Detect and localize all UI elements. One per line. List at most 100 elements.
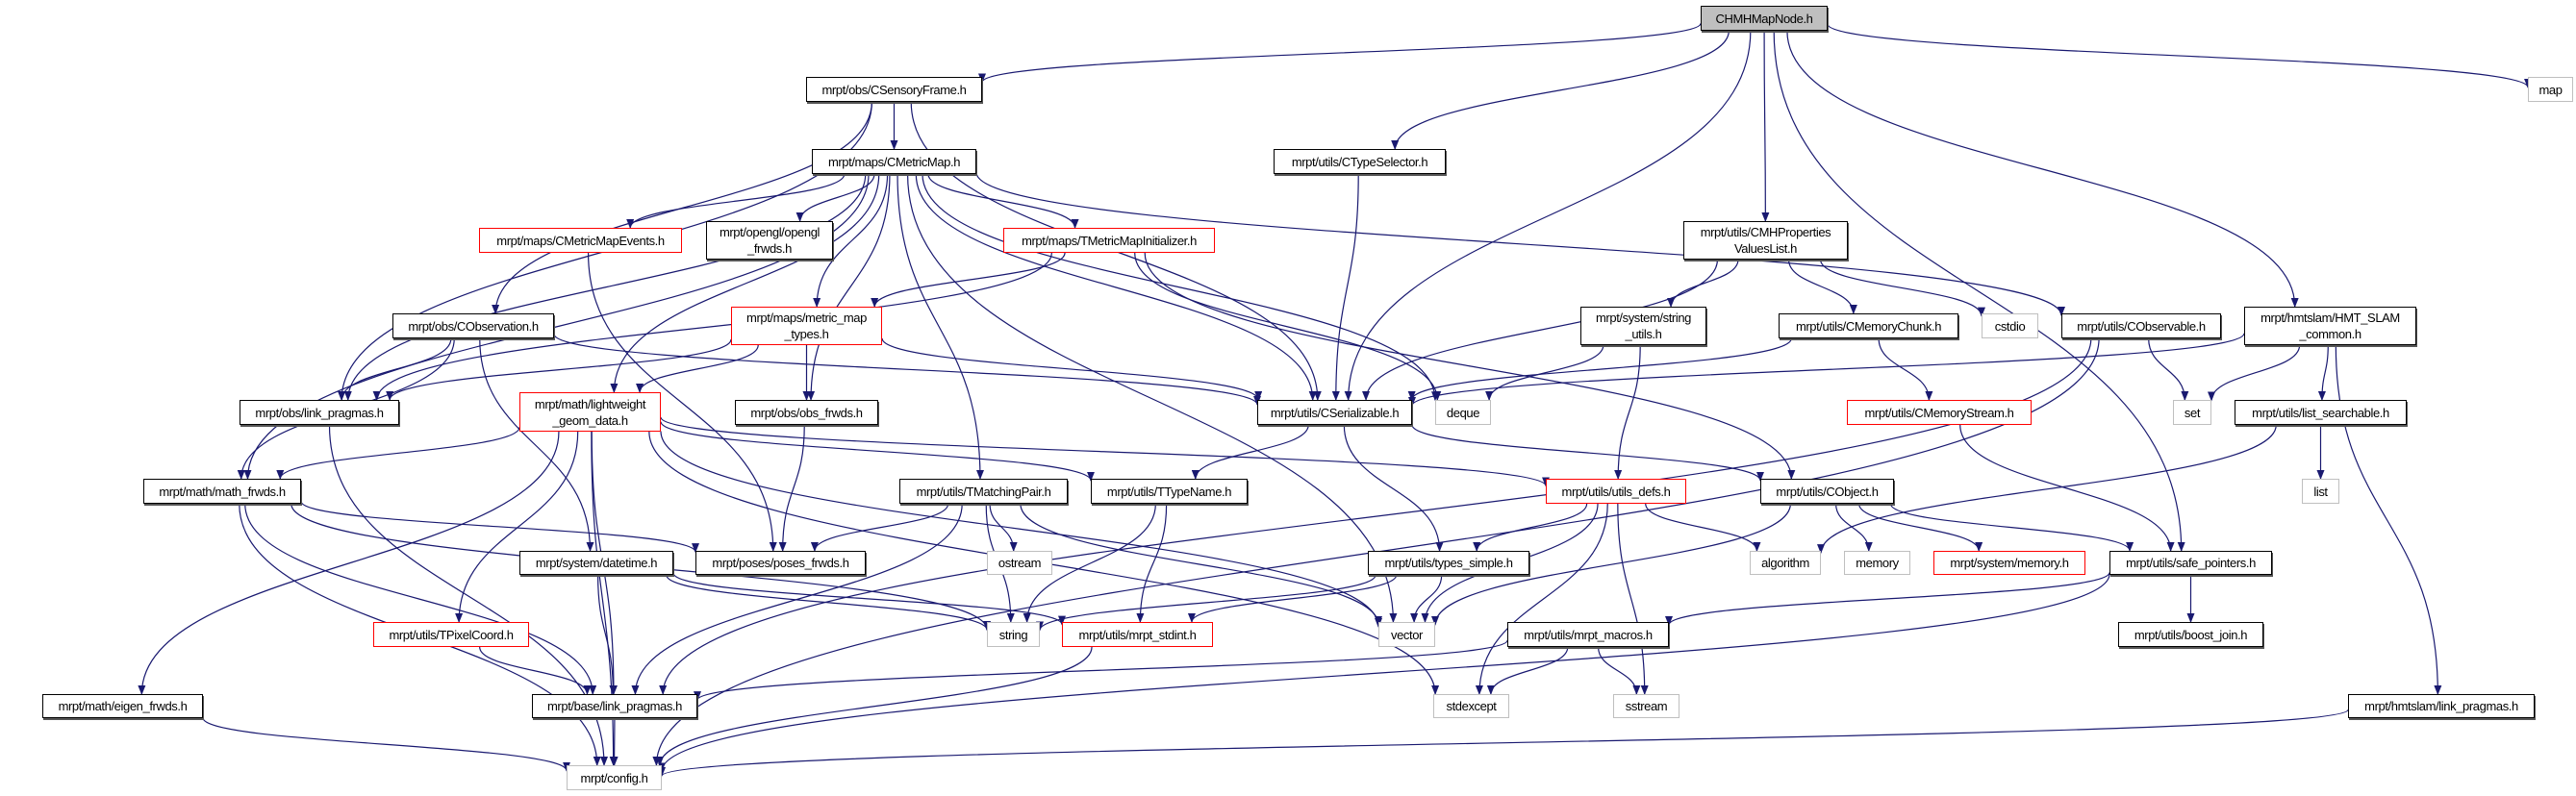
graph-node-mrpt-utils-types-simple-h[interactable]: mrpt/utils/types_simple.h [1368, 551, 1529, 575]
edge-tmatchingpair-to-vector [1020, 503, 1382, 627]
graph-node-sstream[interactable]: sstream [1613, 694, 1679, 718]
edge-lightweight-to-mathfrwds [276, 427, 520, 480]
graph-node-mrpt-system-memory-h[interactable]: mrpt/system/memory.h [1933, 551, 2085, 575]
graph-node-string[interactable]: string [987, 622, 1040, 647]
graph-node-chmhmapnode-h[interactable]: CHMHMapNode.h [1701, 6, 1828, 31]
edge-metricmap-to-openglfrwds [796, 173, 875, 222]
edge-cmemorychunk-to-cmemorystream [1878, 337, 1933, 401]
edge-root-to-map [1827, 23, 2532, 88]
graph-node-mrpt-utils-list-searchable-h[interactable]: mrpt/utils/list_searchable.h [2235, 400, 2407, 425]
edge-metricmap-to-deque [922, 173, 1439, 402]
graph-node-mrpt-obs-link-pragmas-h[interactable]: mrpt/obs/link_pragmas.h [240, 400, 399, 425]
edge-tmetricmapinit-to-obslinkpragmas [372, 252, 1052, 401]
edge-stringutils-to-utilsdefs [1614, 344, 1641, 480]
graph-node-mrpt-utils-utils-defs-h[interactable]: mrpt/utils/utils_defs.h [1546, 479, 1686, 504]
edge-utilsdefs-to-algorithm [1645, 503, 1761, 552]
graph-node-mrpt-math-math-frwds-h[interactable]: mrpt/math/math_frwds.h [143, 479, 301, 504]
graph-node-mrpt-obs-csensoryframe-h[interactable]: mrpt/obs/CSensoryFrame.h [806, 77, 982, 102]
graph-node-mrpt-utils-safe-pointers-h[interactable]: mrpt/utils/safe_pointers.h [2109, 551, 2272, 575]
graph-node-ostream[interactable]: ostream [987, 551, 1052, 575]
graph-node-mrpt-hmtslam-link-pragmas-h[interactable]: mrpt/hmtslam/link_pragmas.h [2348, 694, 2535, 718]
graph-node-mrpt-obs-cobservation-h[interactable]: mrpt/obs/CObservation.h [392, 313, 554, 338]
edge-hmtslamcommon-to-hmtslamlinkpragmas [2335, 344, 2442, 695]
edge-cserializable-to-ttypename [1191, 424, 1309, 480]
graph-node-mrpt-maps-tmetricmapinitializer-h[interactable]: mrpt/maps/TMetricMapInitializer.h [1003, 228, 1215, 253]
edge-mrptmacros-to-sstream [1597, 646, 1641, 695]
graph-node-mrpt-utils-cmemorychunk-h[interactable]: mrpt/utils/CMemoryChunk.h [1779, 313, 1958, 338]
edge-ttypename-to-mrptstdint [1136, 503, 1168, 623]
edge-metricmap-to-lightweight [610, 173, 880, 393]
graph-node-stdexcept[interactable]: stdexcept [1433, 694, 1509, 718]
edge-typessimple-to-string [1036, 574, 1376, 632]
graph-node-map[interactable]: map [2528, 77, 2573, 102]
graph-node-mrpt-utils-mrpt-macros-h[interactable]: mrpt/utils/mrpt_macros.h [1507, 622, 1669, 647]
edge-lightweight-to-eigenfrwds [138, 431, 560, 695]
graph-node-mrpt-maps-metric-map-types-h[interactable]: mrpt/maps/metric_map _types.h [731, 307, 882, 345]
edge-hmtslamcommon-to-cserializable [1408, 333, 2245, 407]
graph-node-vector[interactable]: vector [1378, 622, 1435, 647]
edge-mathfrwds-to-posesfrwds [300, 501, 699, 554]
graph-node-deque[interactable]: deque [1435, 400, 1491, 425]
graph-node-list[interactable]: list [2302, 479, 2339, 504]
graph-node-mrpt-config-h[interactable]: mrpt/config.h [567, 765, 662, 790]
edge-metricmaptypes-to-lightweight [636, 344, 759, 393]
graph-node-cstdio[interactable]: cstdio [1982, 313, 2038, 338]
graph-node-mrpt-maps-cmetricmap-h[interactable]: mrpt/maps/CMetricMap.h [812, 149, 976, 174]
graph-node-mrpt-math-eigen-frwds-h[interactable]: mrpt/math/eigen_frwds.h [42, 694, 203, 718]
edge-cobject-to-memory [1834, 503, 1873, 552]
edge-metricmap-to-tmatchingpair [897, 173, 984, 480]
graph-node-mrpt-obs-obs-frwds-h[interactable]: mrpt/obs/obs_frwds.h [735, 400, 878, 425]
graph-node-mrpt-utils-ttypename-h[interactable]: mrpt/utils/TTypeName.h [1091, 479, 1248, 504]
edge-cobservation-to-datetime [479, 337, 594, 552]
edge-cmhprops-to-cmemorychunk [1787, 259, 1857, 314]
graph-node-mrpt-utils-cobject-h[interactable]: mrpt/utils/CObject.h [1760, 479, 1894, 504]
edge-cobject-to-sysmemory [1857, 503, 1983, 552]
graph-node-memory[interactable]: memory [1844, 551, 1910, 575]
graph-node-mrpt-hmtslam-hmt-slam-common-h[interactable]: mrpt/hmtslam/HMT_SLAM _common.h [2244, 307, 2416, 345]
edge-hmtslamlinkpragmas-to-config [658, 709, 2349, 778]
edge-cmhprops-to-cstdio [1819, 259, 1985, 317]
edge-metricmapevents-to-posesfrwds [587, 252, 777, 552]
edge-utilsdefs-to-typessimple [1473, 503, 1588, 552]
graph-node-mrpt-utils-tmatchingpair-h[interactable]: mrpt/utils/TMatchingPair.h [899, 479, 1068, 504]
edge-utilsdefs-to-stdexcept [1475, 503, 1608, 695]
edge-datetime-to-baselinkpragmas [596, 574, 618, 695]
graph-node-mrpt-poses-poses-frwds-h[interactable]: mrpt/poses/poses_frwds.h [695, 551, 866, 575]
edge-root-to-ctypeselector [1391, 30, 1730, 150]
edge-listsearchable-to-algorithm [1817, 424, 2277, 555]
edge-metricmap-to-cobservable [975, 172, 2065, 317]
edge-metricmap-to-obslinkpragmas [343, 173, 867, 401]
edge-metricmap-to-metricmapevents [626, 173, 846, 229]
edge-mrptmacros-to-baselinkpragmas [694, 639, 1508, 702]
graph-node-mrpt-utils-boost-join-h[interactable]: mrpt/utils/boost_join.h [2118, 622, 2263, 647]
graph-node-mrpt-utils-mrpt-stdint-h[interactable]: mrpt/utils/mrpt_stdint.h [1062, 622, 1213, 647]
edge-tmatchingpair-to-ostream [989, 503, 1018, 552]
graph-node-mrpt-system-string-utils-h[interactable]: mrpt/system/string _utils.h [1580, 307, 1706, 345]
graph-node-mrpt-system-datetime-h[interactable]: mrpt/system/datetime.h [519, 551, 673, 575]
edge-tmatchingpair-to-posesfrwds [810, 503, 949, 552]
edge-mathfrwds-to-baselinkpragmas [244, 503, 597, 695]
graph-node-mrpt-math-lightweight-geom-data-h[interactable]: mrpt/math/lightweight _geom_data.h [519, 392, 661, 432]
edge-metricmap-to-tmetricmapinit [927, 173, 1079, 229]
graph-node-mrpt-utils-cserializable-h[interactable]: mrpt/utils/CSerializable.h [1257, 400, 1412, 425]
edge-root-to-hmtslamcommon [1786, 30, 2299, 308]
edge-root-to-sensoryframe [978, 22, 1702, 84]
graph-node-algorithm[interactable]: algorithm [1750, 551, 1821, 575]
edge-tmetricmapinit-to-deque [1134, 252, 1442, 401]
edge-cobject-to-safepointers [1889, 503, 2134, 552]
edge-tpixelcoord-to-baselinkpragmas [479, 646, 592, 695]
edge-datetime-to-mrptstdint [672, 572, 1066, 626]
graph-node-mrpt-utils-cmemorystream-h[interactable]: mrpt/utils/CMemoryStream.h [1847, 400, 2032, 425]
graph-node-mrpt-utils-cmhproperties-valueslist-h[interactable]: mrpt/utils/CMHProperties ValuesList.h [1683, 221, 1848, 260]
graph-node-mrpt-base-link-pragmas-h[interactable]: mrpt/base/link_pragmas.h [532, 694, 697, 718]
graph-node-set[interactable]: set [2173, 400, 2211, 425]
graph-node-mrpt-utils-tpixelcoord-h[interactable]: mrpt/utils/TPixelCoord.h [373, 622, 529, 647]
graph-node-mrpt-utils-cobservable-h[interactable]: mrpt/utils/CObservable.h [2061, 313, 2221, 338]
edge-tmetricmapinit-to-cobject [1144, 252, 1796, 480]
graph-node-mrpt-opengl-opengl-frwds-h[interactable]: mrpt/opengl/opengl _frwds.h [706, 221, 833, 260]
edge-cmemorychunk-to-cserializable [1407, 337, 1792, 401]
edge-eigenfrwds-to-config [202, 717, 570, 772]
graph-node-mrpt-utils-ctypeselector-h[interactable]: mrpt/utils/CTypeSelector.h [1274, 149, 1446, 174]
graph-node-mrpt-maps-cmetricmapevents-h[interactable]: mrpt/maps/CMetricMapEvents.h [479, 228, 682, 253]
